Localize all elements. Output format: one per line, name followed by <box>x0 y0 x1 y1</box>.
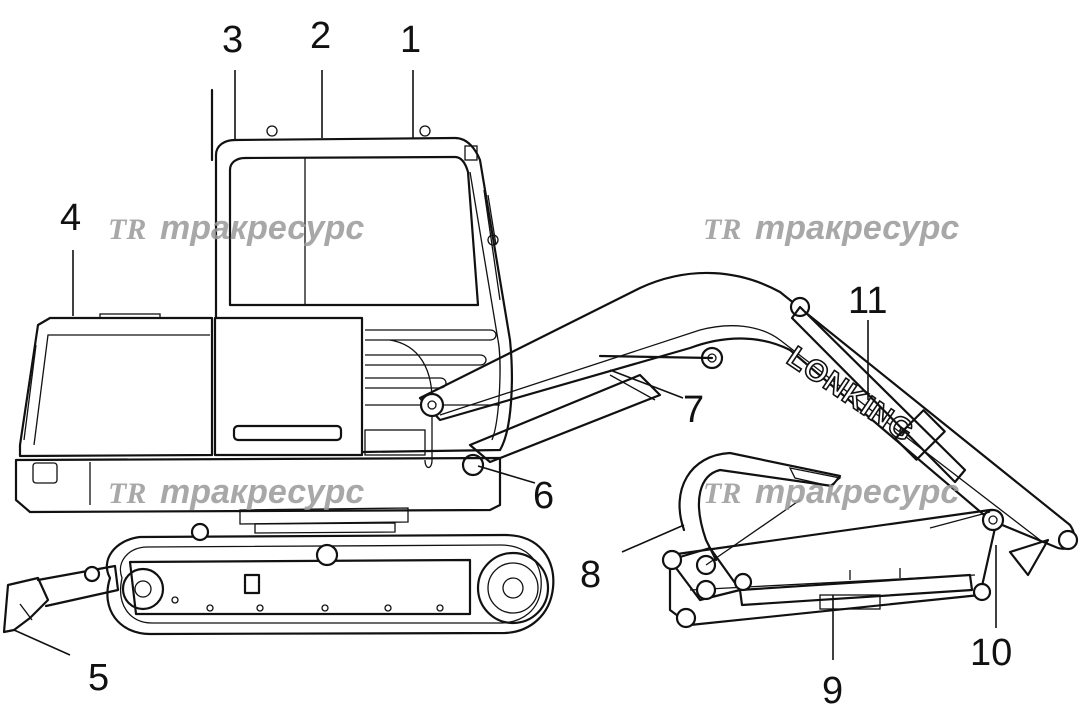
callout-3: 3 <box>222 19 243 61</box>
leader-lines <box>13 70 997 660</box>
callout-9: 9 <box>822 670 843 712</box>
callout-6: 6 <box>533 475 554 517</box>
callout-2: 2 <box>310 15 331 57</box>
callout-1: 1 <box>400 19 421 61</box>
watermark-text: тракресурс <box>160 209 364 247</box>
watermark-logo: TR <box>703 477 741 510</box>
track-assembly <box>105 522 555 636</box>
arm-cylinder <box>790 305 967 484</box>
engine-hood <box>18 313 214 458</box>
leader-8 <box>621 524 685 553</box>
watermark-text: тракресурс <box>160 473 364 511</box>
callout-8: 8 <box>580 554 601 596</box>
leader-6 <box>477 465 536 484</box>
callout-numbers: 1 2 3 4 5 6 7 8 9 10 11 <box>60 15 1012 712</box>
watermark-bottom-right: TR тракресурс <box>703 473 959 511</box>
bucket-cylinder <box>738 568 974 610</box>
watermark-logo: TR <box>703 213 741 246</box>
side-panel <box>213 316 500 469</box>
callout-11: 11 <box>848 280 887 322</box>
watermark-text: тракресурс <box>755 209 959 247</box>
callout-4: 4 <box>60 197 81 239</box>
bucket <box>661 451 842 602</box>
callout-7: 7 <box>683 389 704 431</box>
dozer-blade <box>2 564 120 634</box>
watermark-text: тракресурс <box>755 473 959 511</box>
cab <box>210 88 513 454</box>
leader-7 <box>609 369 684 399</box>
watermark-top-right: TR тракресурс <box>703 209 959 247</box>
watermark-bottom-left: TR тракресурс <box>108 473 364 511</box>
leader-5 <box>13 629 71 656</box>
watermark-top-left: TR тракресурс <box>108 209 364 247</box>
callout-5: 5 <box>88 657 109 699</box>
callout-10: 10 <box>970 632 1012 674</box>
watermark-logo: TR <box>108 477 146 510</box>
watermark-logo: TR <box>108 213 146 246</box>
boom-cylinder <box>468 354 714 464</box>
